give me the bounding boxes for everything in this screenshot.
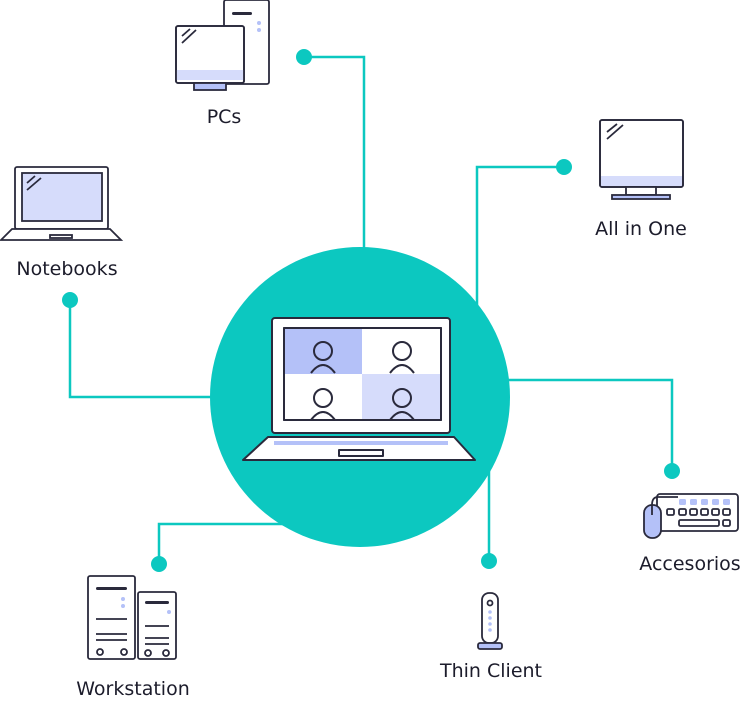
connectors (68, 55, 674, 563)
dot-accesorios (664, 463, 680, 479)
label-thin-client: Thin Client (439, 660, 543, 682)
laptop-icon (0, 166, 124, 241)
dot-thin-client (481, 553, 497, 569)
label-accesorios: Accesorios (639, 553, 741, 575)
connector-all-in-one (475, 165, 564, 310)
server-towers-icon (87, 575, 177, 660)
laptop-video-call-icon (242, 317, 476, 461)
connector-accesorios (500, 378, 674, 471)
keyboard-mouse-icon (643, 493, 739, 539)
dot-pcs (296, 49, 312, 65)
dot-all-in-one (556, 159, 572, 175)
connector-workstation (157, 522, 290, 563)
connector-pcs (304, 55, 366, 250)
label-workstation: Workstation (76, 678, 190, 700)
connector-notebooks (68, 300, 215, 399)
monitor-icon (599, 119, 684, 200)
thin-client-icon (477, 592, 503, 650)
label-notebooks: Notebooks (16, 258, 118, 280)
dot-workstation (151, 556, 167, 572)
label-all-in-one: All in One (595, 218, 687, 240)
desktop-tower-icon (175, 0, 270, 91)
dot-notebooks (62, 292, 78, 308)
connector-dots (62, 49, 680, 572)
label-pcs: PCs (206, 106, 242, 128)
